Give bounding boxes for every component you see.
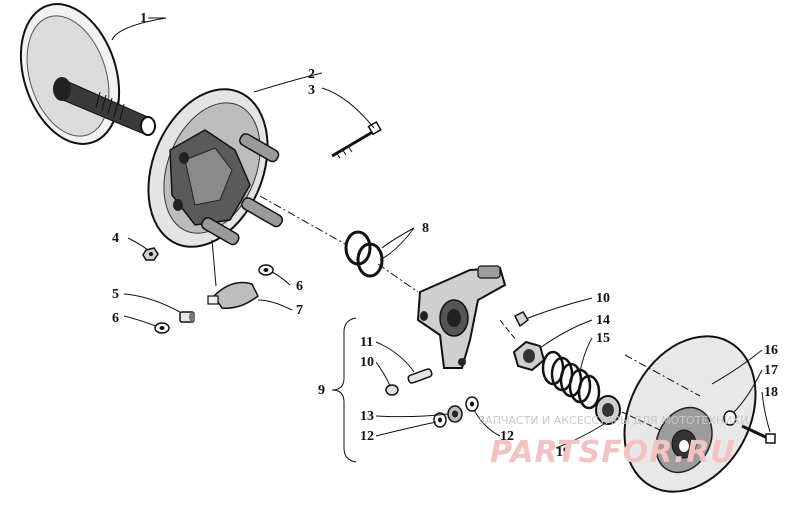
callout-18: 18 [764,385,778,400]
callout-6-lower: 6 [112,311,119,326]
callout-8: 8 [422,221,429,236]
callout-12-left: 12 [360,429,374,444]
part-4-nut [142,247,159,261]
part-7-weight [207,281,259,309]
part-14-hex-nut [512,340,546,372]
part-10-bushing-top [513,311,530,328]
callout-7: 7 [296,303,303,318]
part-10-bushing-bottom [385,384,399,396]
callout-19: 19 [556,445,570,460]
part-1-drive-sheave [19,3,156,145]
callout-5: 5 [112,287,119,302]
callout-1: 1 [140,11,147,26]
callout-10-bottom: 10 [360,355,374,370]
callout-9: 9 [318,383,325,398]
part-15-spring [541,350,601,410]
part-16-fixed-sheave [623,335,757,493]
assembly-axis [259,195,701,431]
callout-4: 4 [112,231,119,246]
callout-6-upper: 6 [296,279,303,294]
leader-lines [111,17,771,449]
callout-13: 13 [360,409,374,424]
callout-16: 16 [764,343,778,358]
part-9-spider-assembly [416,265,507,369]
callout-2: 2 [308,67,315,82]
part-12-washer-right [465,396,479,412]
watermark-caption: ЗАПЧАСТИ И АКСЕССУАРЫ ДЛЯ МОТОТЕХНИКИ [478,414,748,427]
callout-12-right: 12 [500,429,514,444]
part-5-pin [179,311,195,323]
watermark: ЗАПЧАСТИ И АКСЕССУАРЫ ДЛЯ МОТОТЕХНИКИ PA… [478,414,748,470]
part-17-washer [723,410,737,426]
part-19-bushing [595,395,621,425]
callout-3: 3 [308,83,315,98]
part-12-washer-left [433,412,447,428]
assembly-9-bracket [331,317,357,463]
part-11-pin [407,368,433,384]
part-6-washer-lower [154,322,170,334]
part-2-clutch-housing [147,88,284,248]
callout-17: 17 [764,363,778,378]
callout-15: 15 [596,331,610,346]
part-8-shims [344,230,384,278]
shaft-thread [95,91,125,121]
part-6-washer-upper [258,264,274,276]
callout-10-top: 10 [596,291,610,306]
watermark-logo: PARTSFOR.RU [490,435,736,470]
part-13-roller [447,405,463,423]
callout-11: 11 [360,335,373,350]
callout-14: 14 [596,313,610,328]
part-18-screw [741,424,776,444]
callout-labels: 1 2 3 4 5 6 6 7 8 9 10 11 10 13 12 12 14… [112,11,778,460]
